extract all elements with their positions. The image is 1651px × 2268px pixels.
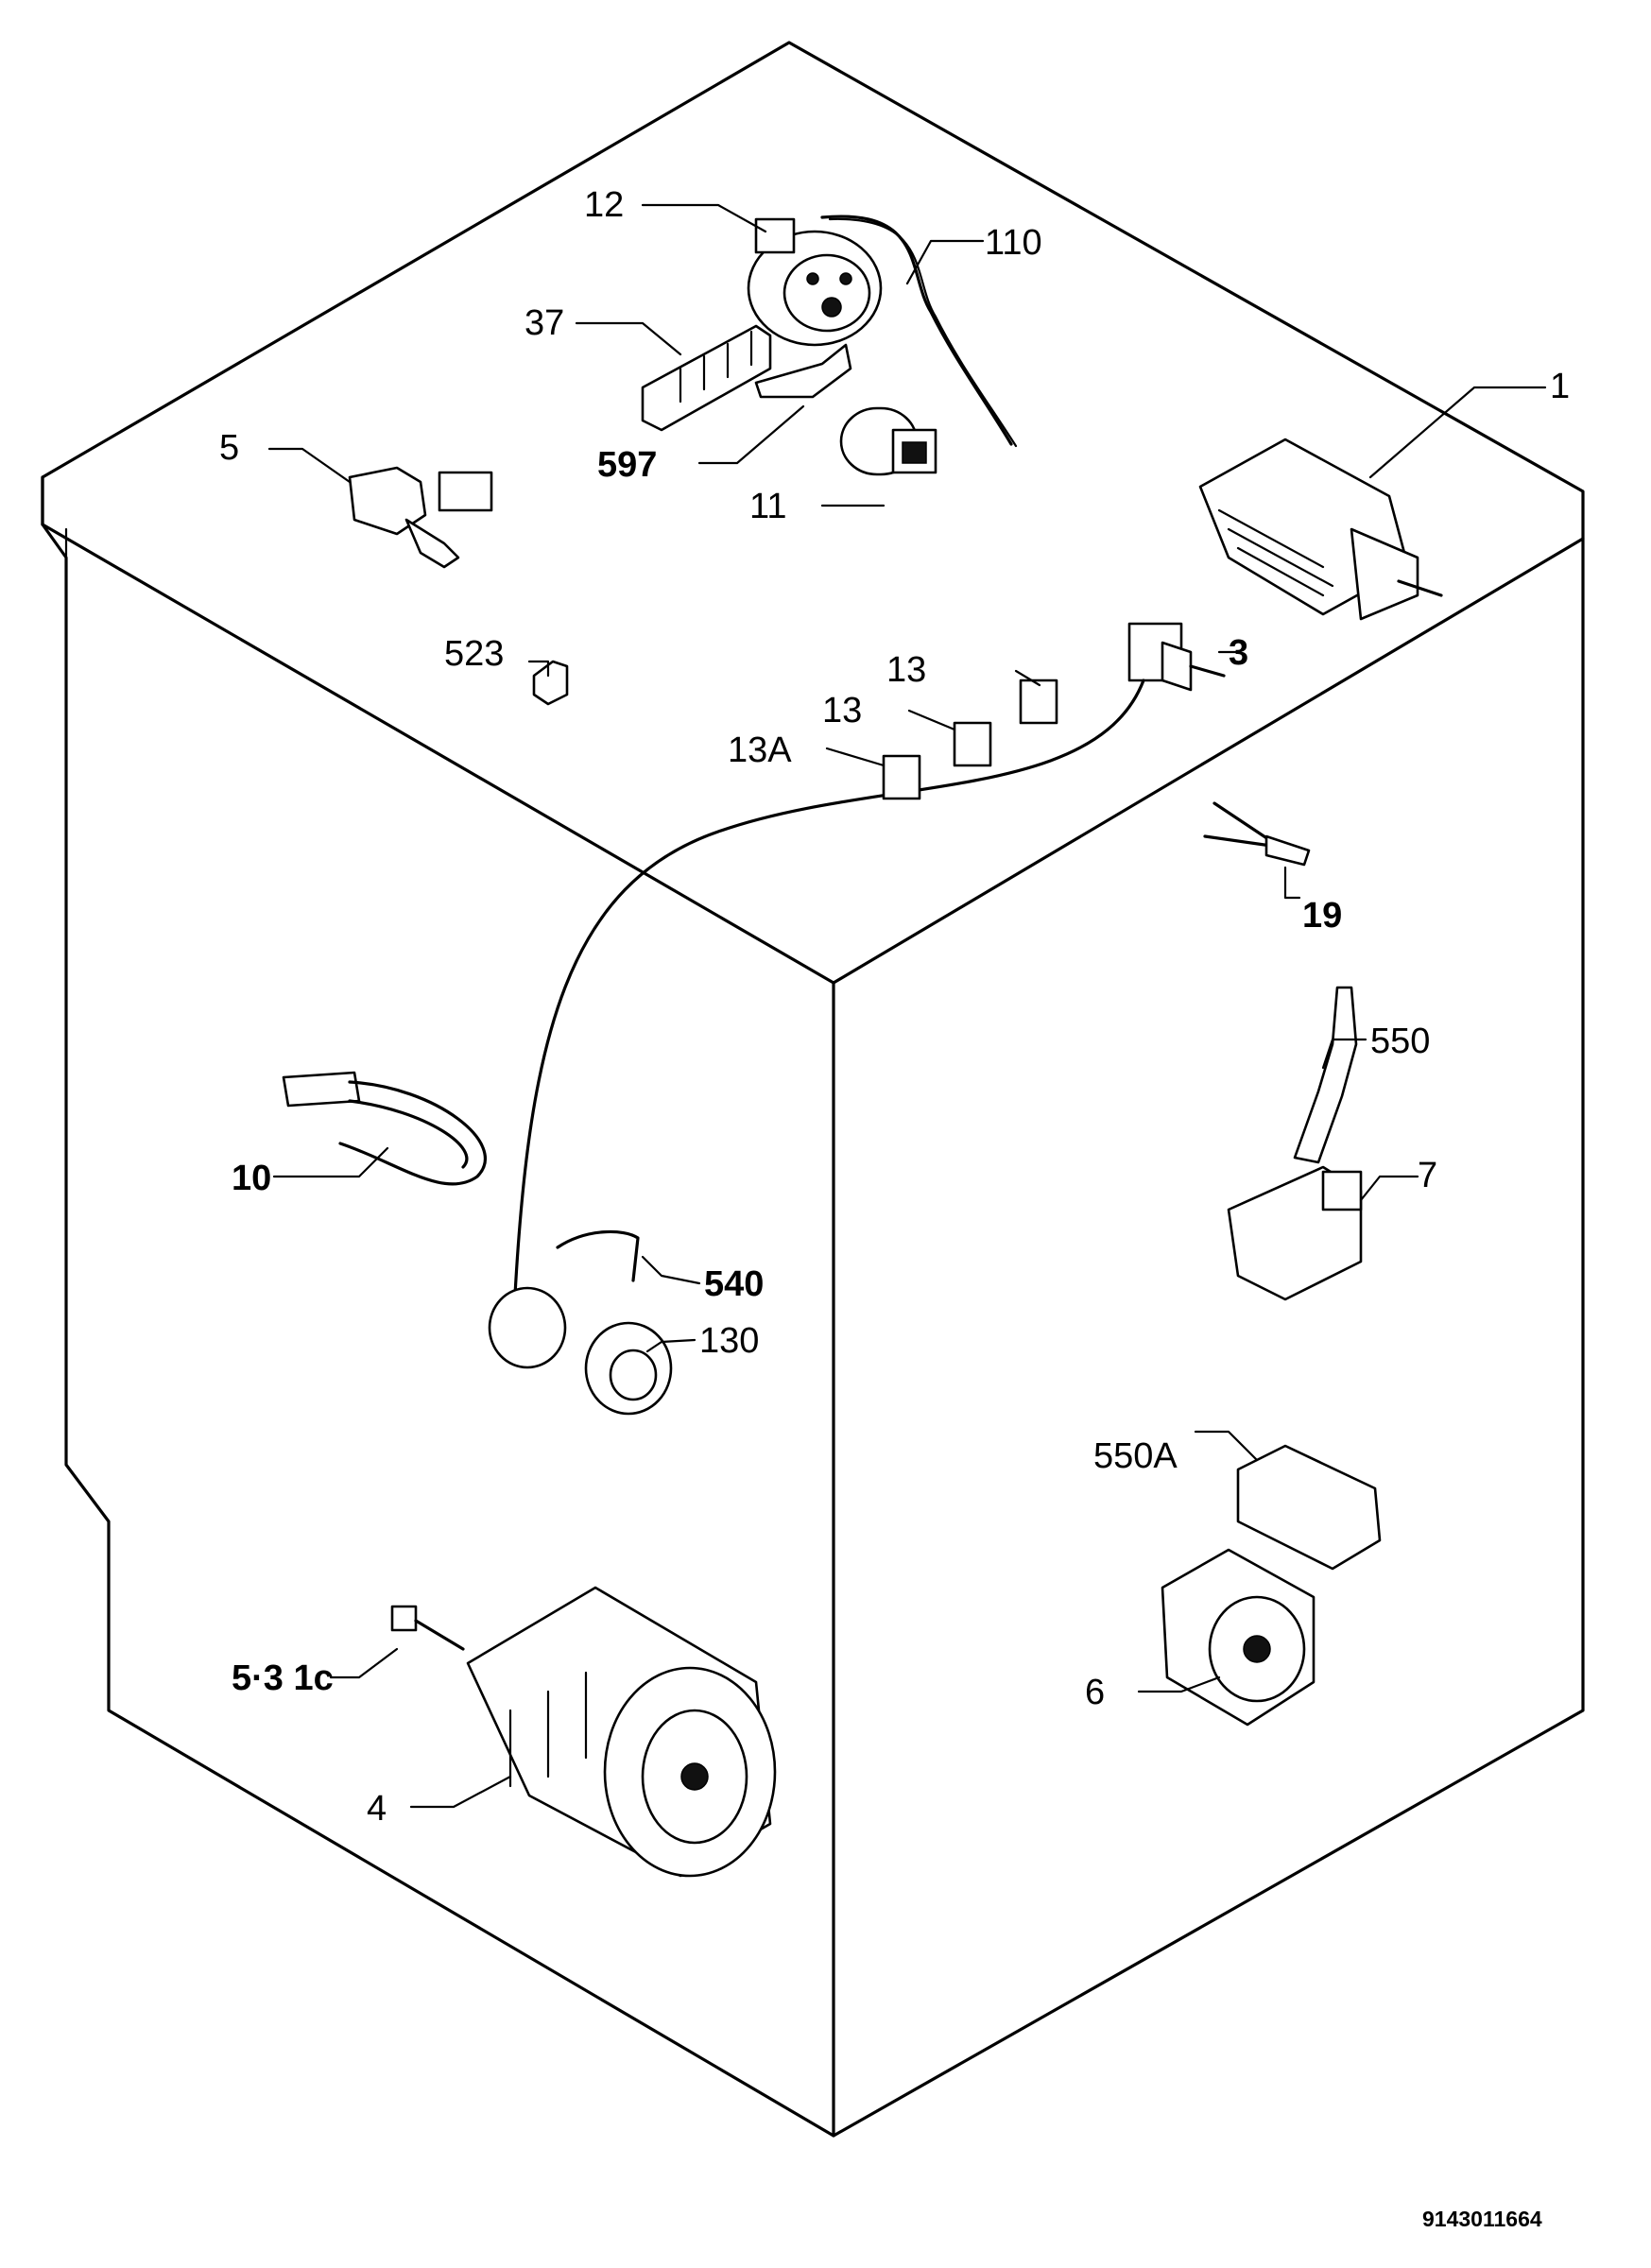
part-37-terminal-block — [641, 324, 772, 432]
reference-number: 9143011664 — [1422, 2207, 1542, 2231]
label-11: 11 — [749, 487, 787, 526]
part-11-capacitor — [839, 406, 937, 476]
label-5: 5 — [219, 428, 240, 468]
label-13A: 13A — [728, 730, 792, 770]
label-110: 110 — [985, 223, 1042, 263]
label-1: 1 — [1550, 367, 1571, 406]
part-110-hose — [820, 215, 1013, 446]
label-130: 130 — [699, 1321, 760, 1361]
cable — [513, 679, 1145, 1297]
label-523: 523 — [444, 634, 505, 674]
label-6: 6 — [1085, 1673, 1106, 1712]
cabinet-outline — [41, 41, 1585, 2138]
label-12: 12 — [584, 185, 625, 225]
part-3-switch — [1127, 622, 1226, 692]
part-7-door-lock — [1227, 1165, 1363, 1301]
label-550A: 550A — [1093, 1436, 1178, 1476]
label-597: 597 — [597, 445, 658, 485]
part-540-clamp — [556, 1229, 640, 1282]
connectors-13 — [882, 679, 1058, 800]
label-531C: 5·3 1c — [232, 1658, 334, 1698]
part-10-heating-element — [282, 1071, 487, 1186]
label-550: 550 — [1370, 1022, 1431, 1061]
label-540: 540 — [704, 1264, 765, 1304]
part-5-valve — [348, 466, 493, 569]
leader-lines — [267, 203, 1547, 1809]
label-37: 37 — [525, 303, 565, 343]
part-130-grommet — [488, 1286, 673, 1416]
label-7: 7 — [1418, 1156, 1438, 1195]
label-13-middle: 13 — [822, 691, 863, 730]
label-3: 3 — [1229, 633, 1249, 673]
part-110-hose-inner — [828, 217, 1018, 448]
label-4: 4 — [367, 1789, 387, 1829]
label-13-top: 13 — [886, 650, 927, 690]
part-4-motor — [466, 1586, 777, 1878]
part-550A-cover — [1236, 1444, 1382, 1571]
part-12-pressure-switch — [747, 217, 883, 347]
part-523-clip — [532, 660, 569, 706]
label-19: 19 — [1302, 896, 1343, 936]
part-6-pump — [1161, 1548, 1316, 1727]
part-531C-screw — [390, 1605, 465, 1651]
part-550-lever — [1293, 986, 1358, 1164]
label-10: 10 — [232, 1159, 272, 1198]
part-1-timer — [1198, 438, 1443, 621]
part-19-thermistor — [1203, 801, 1311, 867]
part-597-bracket — [754, 343, 852, 399]
